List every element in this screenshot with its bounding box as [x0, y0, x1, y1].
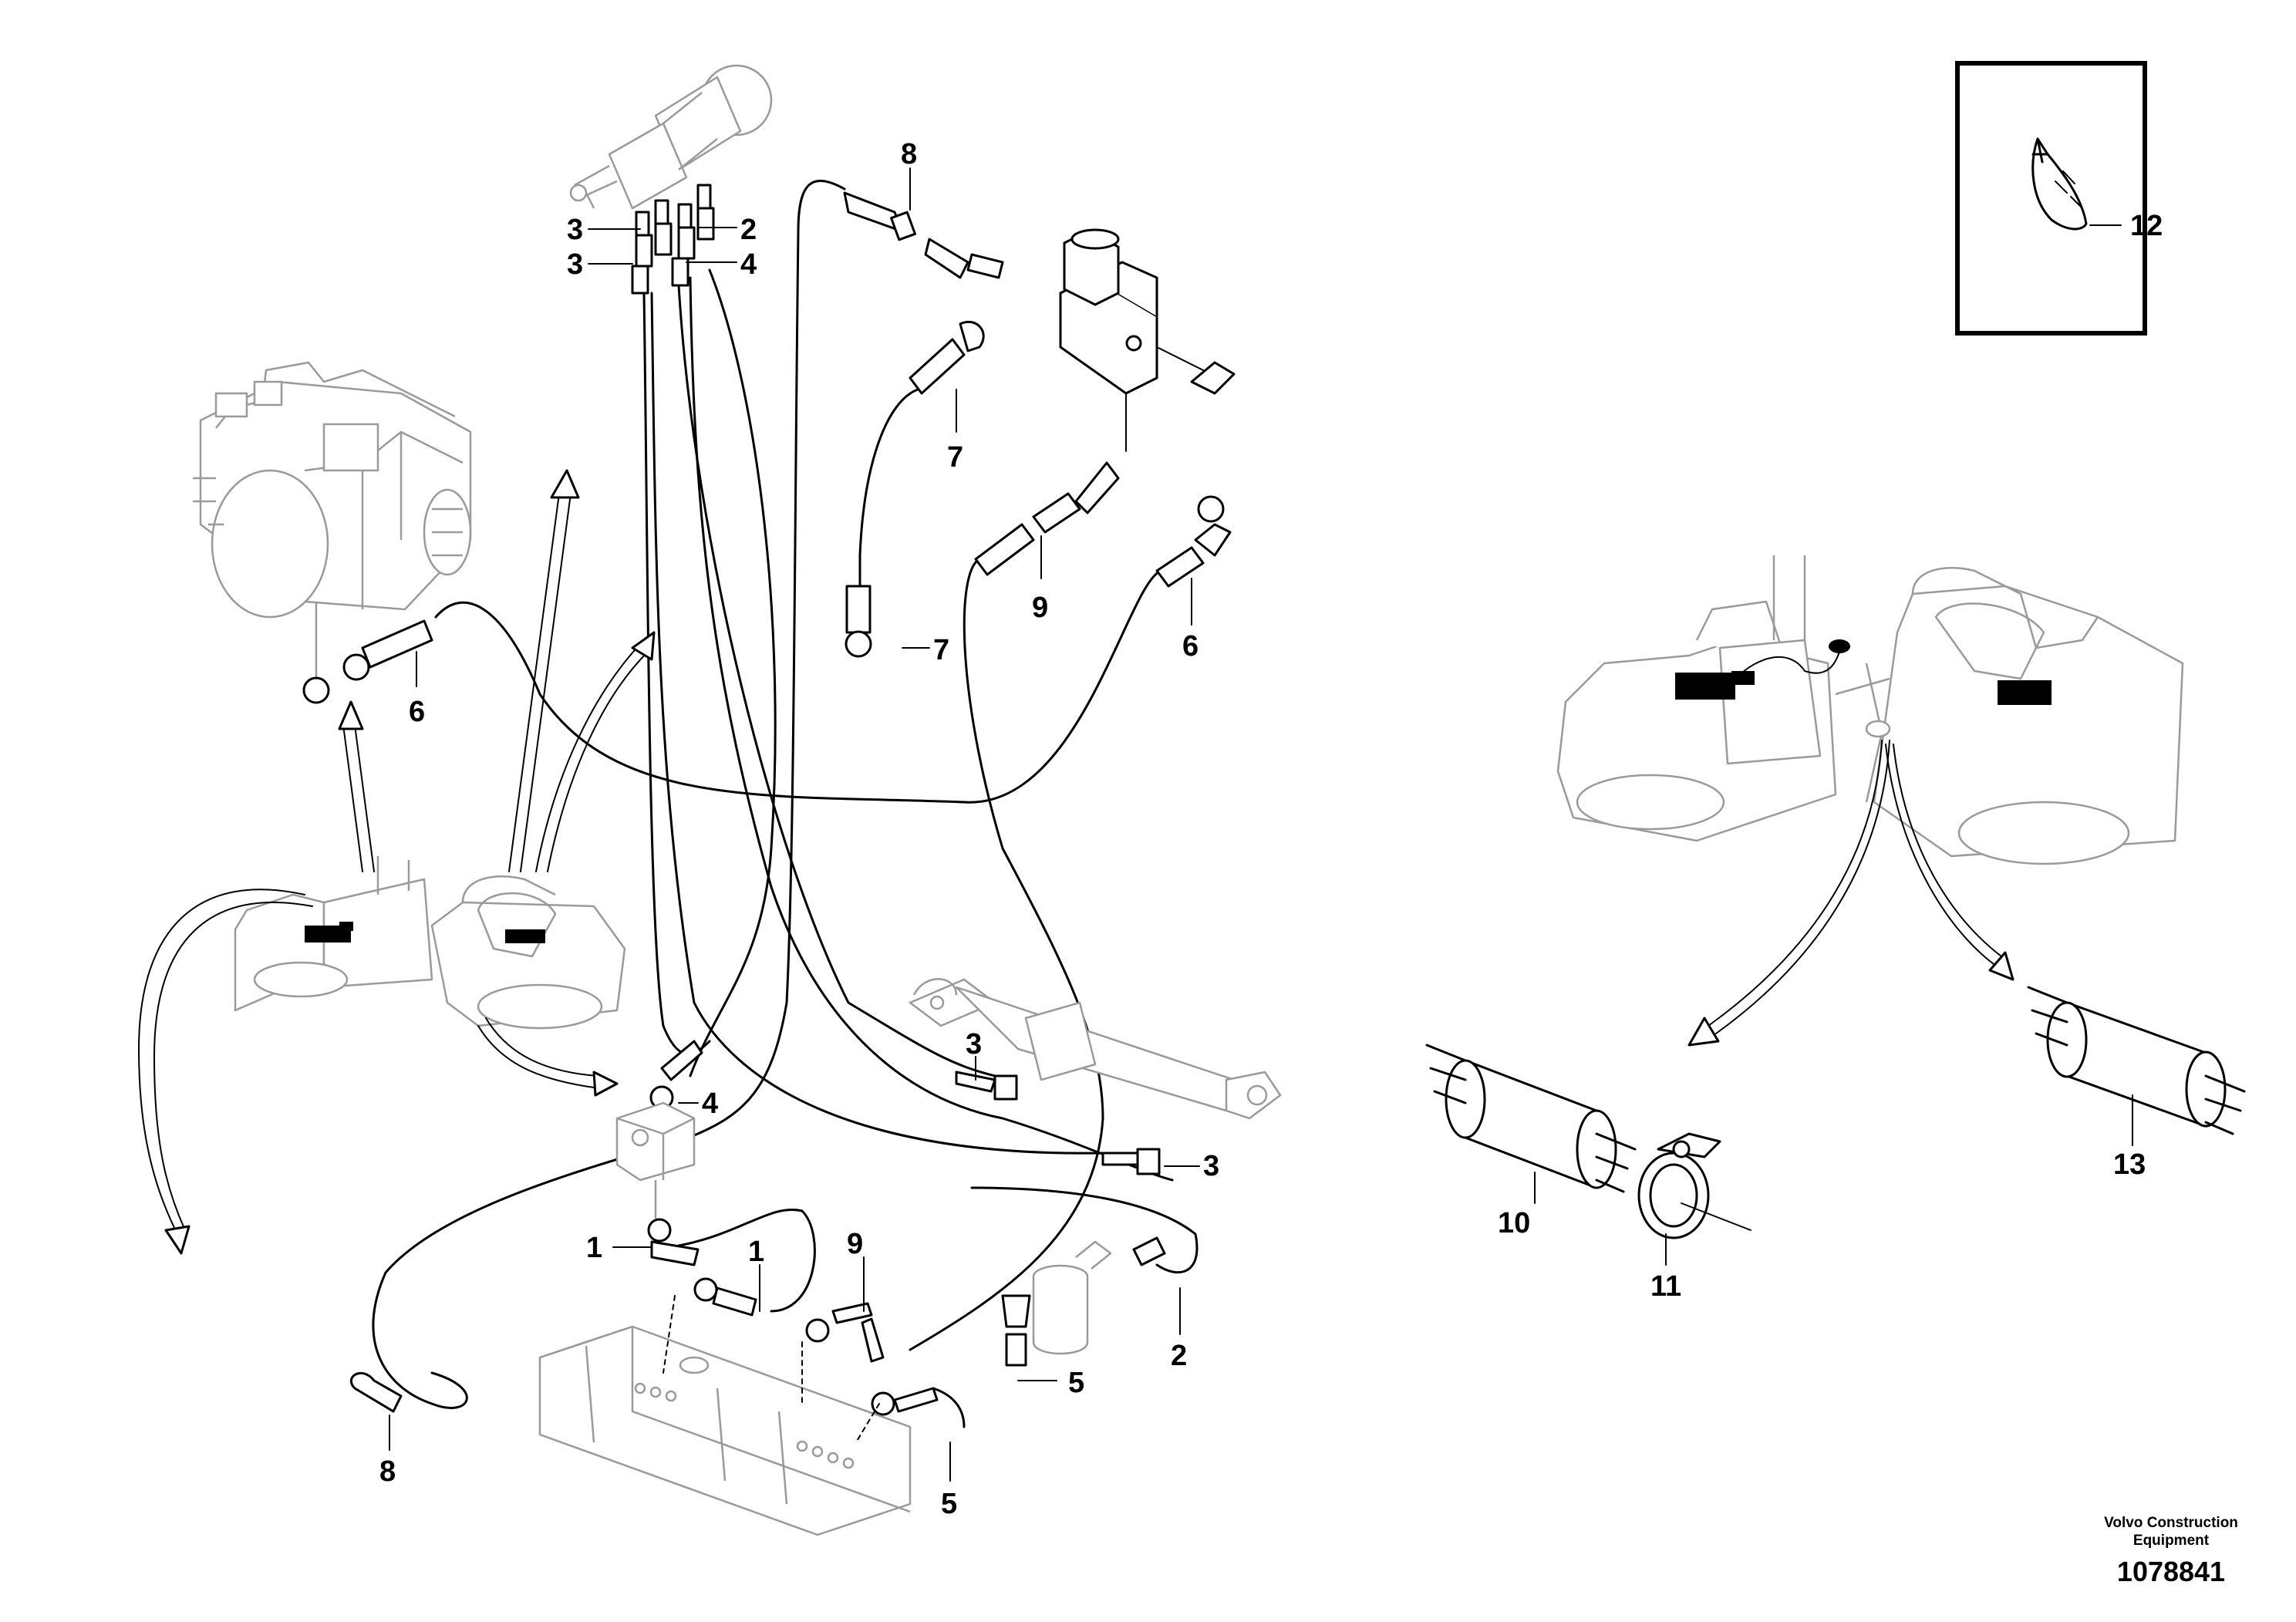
callout-6-left: 6	[409, 696, 425, 728]
callout-5-right: 5	[1068, 1367, 1084, 1399]
footer: Volvo Construction Equipment 1078841	[2104, 1515, 2238, 1587]
callout-8-top: 8	[901, 138, 917, 170]
callout-3-top-b: 3	[567, 248, 583, 281]
callout-10: 10	[1498, 1207, 1530, 1239]
callout-7-b: 7	[933, 634, 949, 666]
hydraulic-pump	[193, 361, 472, 679]
brand-line-2: Equipment	[2133, 1533, 2210, 1549]
filter	[1032, 1240, 1112, 1355]
callout-1-a: 1	[586, 1232, 602, 1264]
roller-machine-left	[234, 856, 626, 1030]
callout-13: 13	[2113, 1148, 2146, 1181]
callout-4-mid: 4	[702, 1088, 718, 1120]
brand-line-1: Volvo Construction	[2104, 1515, 2238, 1531]
steering-cylinder	[909, 978, 1282, 1120]
callout-1-b: 1	[748, 1236, 764, 1268]
callout-3-top-a: 3	[567, 214, 583, 246]
hose-bundle-13	[2027, 986, 2246, 1146]
callout-9-top: 9	[1032, 592, 1048, 624]
hose-lines	[372, 180, 1199, 1428]
callout-2-bottom: 2	[1171, 1340, 1187, 1372]
drawing-number: 1078841	[2117, 1556, 2225, 1587]
steering-unit	[569, 64, 773, 210]
callout-4-top: 4	[740, 248, 757, 281]
callout-11: 11	[1650, 1270, 1681, 1303]
hose-bundle-10	[1425, 1044, 1637, 1204]
callout-3-right: 3	[1203, 1150, 1219, 1182]
callout-9-bottom: 9	[847, 1228, 863, 1260]
solenoid-valve	[1059, 228, 1204, 452]
detail-box-cable-tie	[1955, 61, 2147, 336]
callout-5-bottom: 5	[941, 1488, 957, 1520]
callout-3-mid: 3	[966, 1028, 982, 1061]
hose-fittings	[302, 191, 1236, 1416]
hose-clamp-11	[1637, 1132, 1752, 1266]
roller-machine-right	[1556, 555, 2184, 865]
callout-12: 12	[2130, 210, 2163, 242]
callout-2-top: 2	[740, 214, 757, 246]
leader-lines	[389, 167, 1200, 1482]
instrument-panel	[538, 1295, 912, 1536]
priority-valve	[615, 1101, 696, 1219]
direction-arrows	[138, 469, 2014, 1255]
callout-8-bottom: 8	[379, 1455, 396, 1488]
callout-7-a: 7	[947, 441, 963, 474]
callout-labels: 8 3 2 3 4 12 7 7 9 6 6 3 4 3 9 1 1 2 5 5…	[379, 138, 2163, 1520]
callout-6-right: 6	[1182, 630, 1199, 663]
